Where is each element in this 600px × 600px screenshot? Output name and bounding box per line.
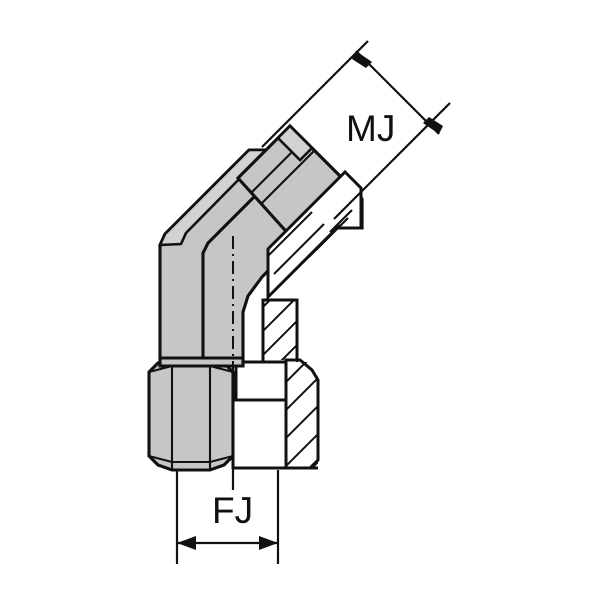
lower-left-section bbox=[234, 360, 288, 402]
fj-dimension-label: FJ bbox=[212, 490, 253, 531]
mj-dimension-label: MJ bbox=[346, 108, 395, 149]
mj-arrow-end bbox=[423, 117, 443, 134]
mj-extension-line-1 bbox=[261, 40, 369, 148]
fj-arrow-end bbox=[259, 536, 278, 550]
dimension-fj: FJ bbox=[175, 470, 280, 564]
diag-section-step-3 bbox=[329, 209, 353, 233]
nut-body-interface bbox=[231, 398, 318, 470]
fj-arrow-start bbox=[177, 536, 196, 550]
male-thread-chamfer bbox=[276, 124, 314, 162]
dimension-mj: MJ bbox=[261, 40, 451, 220]
vertical-bore-section bbox=[261, 298, 299, 364]
hex-swivel-nut-group bbox=[147, 356, 245, 472]
hex-nut-bottom-chamfer bbox=[148, 454, 234, 464]
lower-right-hatching bbox=[286, 362, 318, 468]
diag-section-step-2 bbox=[315, 217, 349, 251]
elbow-bend-apex-line bbox=[241, 276, 263, 313]
swivel-seat-block bbox=[231, 398, 288, 470]
mj-dimension-line bbox=[355, 50, 440, 135]
hex-nut-outline bbox=[147, 356, 235, 472]
nut-collar bbox=[158, 356, 245, 368]
mj-arrow-start bbox=[352, 51, 372, 68]
